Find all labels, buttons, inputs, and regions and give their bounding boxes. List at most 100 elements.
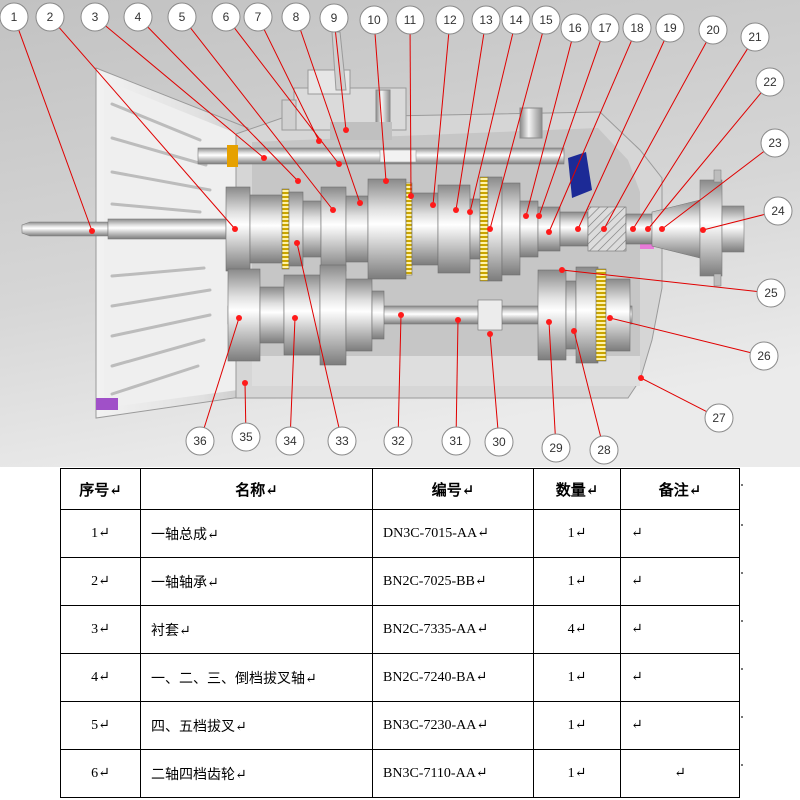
leader-line (147, 26, 299, 182)
leader-line (455, 33, 485, 211)
leader-line (538, 41, 601, 217)
cell-name: 四、五档拔叉↵ (140, 701, 373, 750)
gear (575, 266, 599, 364)
callout-17: 17 (536, 13, 620, 219)
bell-housing (95, 67, 249, 419)
countershaft-assembly (227, 264, 633, 366)
leader-line (334, 31, 347, 131)
end-of-row-mark (741, 668, 743, 670)
gear (302, 200, 322, 258)
leader-line (573, 330, 602, 437)
flange-stud (713, 169, 722, 183)
callout-number: 8 (293, 10, 300, 24)
end-of-row-mark (741, 716, 743, 718)
callout-24: 24 (700, 196, 793, 233)
callout-number: 21 (748, 30, 762, 44)
leader-dot (546, 229, 552, 235)
callout-5: 5 (167, 2, 336, 213)
leader-dot (487, 331, 493, 337)
callout-4: 4 (123, 2, 301, 184)
header-name: 名称↵ (140, 468, 373, 510)
callout-11: 11 (395, 5, 425, 199)
housing-fins (110, 102, 212, 396)
callout-number: 20 (706, 23, 720, 37)
end-of-row-mark (741, 484, 743, 486)
callout-circle (740, 22, 770, 52)
callout-26: 26 (607, 315, 779, 371)
leader-dot (343, 127, 349, 133)
leader-dot (357, 200, 363, 206)
leader-line (577, 40, 665, 230)
callout-circle (395, 5, 425, 35)
callout-number: 31 (449, 434, 463, 448)
shaft-collar (477, 299, 503, 331)
leader-dot (645, 226, 651, 232)
leader-dot (575, 226, 581, 232)
callout-number: 14 (509, 13, 523, 27)
leader-line (489, 33, 543, 230)
callout-27: 27 (638, 375, 734, 433)
callout-number: 16 (568, 21, 582, 35)
leader-dot (559, 267, 565, 273)
callout-32: 32 (383, 312, 413, 456)
callout-12: 12 (430, 5, 465, 208)
table-row: 2↵ 一轴轴承↵ BN2C-7025-BB↵ 1↵ ↵ (60, 557, 740, 606)
callout-circle (755, 67, 785, 97)
leader-dot (536, 213, 542, 219)
end-of-row-mark (741, 620, 743, 622)
callout-34: 34 (275, 315, 305, 456)
leader-line (18, 29, 93, 232)
leader-line (632, 48, 748, 230)
transmission-cutaway-diagram: 1234567891011121314151617181920212223242… (0, 0, 800, 467)
table-row: 1↵ 一轴总成↵ DN3C-7015-AA↵ 1↵ ↵ (60, 509, 740, 558)
callout-number: 26 (757, 349, 771, 363)
leader-dot (607, 315, 613, 321)
leader-line (661, 151, 765, 230)
callout-circle (541, 433, 571, 463)
gear (565, 280, 577, 350)
callout-circle (590, 13, 620, 43)
callout-30: 30 (484, 331, 514, 457)
leader-line (469, 33, 514, 213)
callout-number: 4 (135, 10, 142, 24)
callout-number: 33 (335, 434, 349, 448)
callout-number: 12 (443, 13, 457, 27)
leader-dot (330, 207, 336, 213)
callout-circle (281, 2, 311, 32)
callout-circle (167, 2, 197, 32)
callout-14: 14 (467, 5, 531, 215)
cell-note: ↵ (620, 749, 740, 798)
callout-number: 10 (367, 13, 381, 27)
callout-number: 28 (597, 443, 611, 457)
leader-dot (236, 315, 242, 321)
callout-circle (35, 2, 65, 32)
callout-circle (698, 15, 728, 45)
callout-22: 22 (645, 67, 785, 232)
gear (437, 184, 471, 274)
callout-circle (327, 426, 357, 456)
callout-3: 3 (80, 2, 267, 161)
callout-28: 28 (571, 328, 619, 465)
callout-23: 23 (659, 128, 790, 232)
callout-circle (760, 128, 790, 158)
cell-name: 一、二、三、倒档拔叉轴↵ (140, 653, 373, 702)
callout-circle (704, 403, 734, 433)
leader-line (603, 42, 707, 230)
cell-name: 一轴总成↵ (140, 509, 373, 558)
cell-note: ↵ (620, 701, 740, 750)
callout-circle (763, 196, 793, 226)
leader-line (525, 41, 572, 217)
header-code: 编号↵ (372, 468, 534, 510)
callout-number: 9 (331, 11, 338, 25)
leader-line (397, 314, 402, 428)
cell-code: BN2C-7025-BB↵ (372, 557, 534, 606)
shift-tower-boss (281, 99, 297, 131)
leader-dot (546, 319, 552, 325)
leader-dot (700, 227, 706, 233)
leader-dot (89, 228, 95, 234)
callout-circle (123, 2, 153, 32)
gear (537, 269, 567, 361)
callout-18: 18 (546, 13, 652, 235)
callout-7: 7 (243, 2, 322, 144)
